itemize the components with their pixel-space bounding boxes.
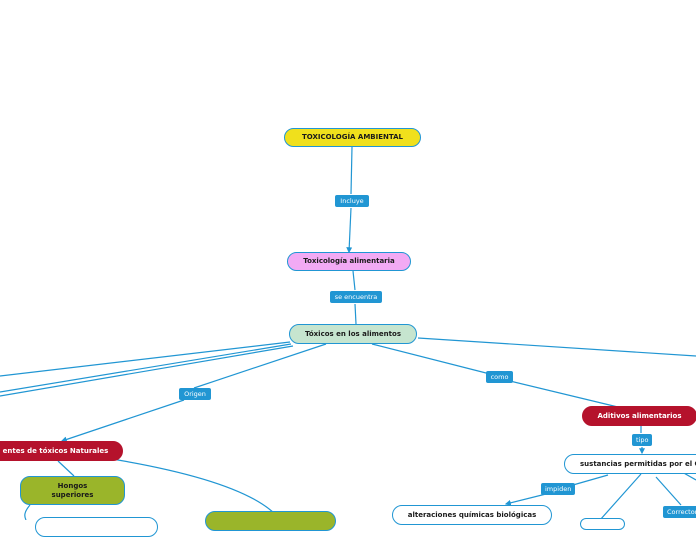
connector-canvas	[0, 146, 696, 520]
connector-as-additives	[509, 380, 623, 409]
permitted-node-label: sustancias permitidas por el C	[580, 459, 696, 468]
connector-permitted-correctors	[655, 476, 682, 506]
connector-label-se-encuentra[interactable]: se encuentra	[330, 291, 382, 303]
fungi-line-1: Hongos	[57, 481, 88, 490]
connector-central-origin	[193, 343, 327, 389]
connector-central-right	[417, 337, 696, 357]
green-node-hongos-superiores[interactable]: Hongos superiores	[20, 476, 125, 505]
topic-node-label: Toxicología alimentaria	[303, 257, 395, 265]
connector-central-left-1	[0, 341, 291, 377]
connector-prevent-alterations	[504, 493, 547, 506]
root-node-toxicologia-ambiental[interactable]: TOXICOLOGÍA AMBIENTAL	[284, 128, 421, 147]
connector-label-correctores[interactable]: Correctore	[663, 506, 696, 518]
connector-permitted-prevent	[572, 474, 609, 486]
connector-natural-fungi	[57, 460, 75, 477]
connector-fungi-down	[24, 504, 31, 520]
connector-root-includes	[350, 146, 353, 195]
category-node-aditivos-alimentarios[interactable]: Aditivos alimentarios	[582, 406, 696, 426]
connector-label-impiden[interactable]: impiden	[541, 483, 575, 495]
white-node-partial-left[interactable]	[35, 517, 158, 537]
connector-label-origen[interactable]: Origen	[179, 388, 211, 400]
root-node-label: TOXICOLOGÍA AMBIENTAL	[301, 133, 403, 141]
connector-central-left-2	[0, 343, 292, 393]
white-node-sustancias-permitidas[interactable]: sustancias permitidas por el C	[564, 454, 696, 474]
connector-label-tipo[interactable]: tipo	[632, 434, 652, 446]
connector-includes-topic	[346, 207, 353, 254]
category-node-toxicos-naturales[interactable]: entes de tóxicos Naturales	[0, 441, 123, 461]
connector-origin-natural	[60, 399, 185, 443]
connector-central-left-3	[0, 345, 294, 397]
connector-natural-green	[111, 458, 276, 515]
fungi-line-2: superiores	[51, 490, 94, 499]
connector-foundin-central	[354, 303, 357, 325]
topic-node-toxicologia-alimentaria[interactable]: Toxicología alimentaria	[287, 252, 411, 271]
additives-node-label: Aditivos alimentarios	[597, 411, 682, 420]
category-node-label: entes de tóxicos Naturales	[2, 446, 109, 455]
white-node-alteraciones-quimicas[interactable]: alteraciones químicas biológicas	[392, 505, 552, 525]
connector-central-as	[371, 343, 491, 375]
connector-label-como[interactable]: como	[486, 371, 513, 383]
connector-topic-foundin	[352, 270, 356, 291]
green-node-partial[interactable]	[205, 511, 336, 531]
central-node-toxicos-en-alimentos[interactable]: Tóxicos en los alimentos	[289, 324, 417, 344]
connector-permitted-down	[599, 473, 642, 520]
connector-label-incluye[interactable]: Incluye	[335, 195, 369, 207]
alterations-node-label: alteraciones químicas biológicas	[407, 511, 537, 519]
central-node-label: Tóxicos en los alimentos	[305, 329, 401, 338]
